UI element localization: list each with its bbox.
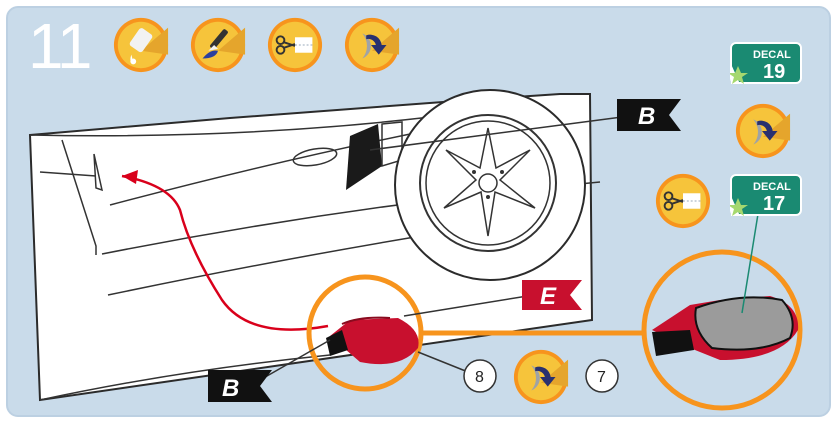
rotate-icon bbox=[513, 349, 569, 405]
decal-17-number: 17 bbox=[763, 193, 785, 215]
label-b-top: B bbox=[638, 103, 655, 130]
step-number: 11 bbox=[28, 10, 92, 82]
decal-19-number: 19 bbox=[763, 61, 785, 83]
decal-19-title: DECAL bbox=[753, 49, 791, 61]
scissors-icon bbox=[267, 17, 323, 73]
rotate-icon bbox=[344, 17, 400, 73]
sequence-right-number: 7 bbox=[597, 369, 606, 386]
scissors-icon bbox=[655, 173, 711, 229]
sequence-right-bubble: 7 bbox=[585, 359, 619, 393]
rotate-icon bbox=[735, 103, 791, 159]
paint-brush-icon bbox=[190, 17, 246, 73]
label-b-top-flag: B bbox=[617, 99, 681, 131]
label-e-flag: E bbox=[522, 280, 582, 310]
label-e: E bbox=[540, 283, 557, 310]
sequence-left-number: 8 bbox=[475, 369, 484, 386]
decal-19-badge: DECAL 19 bbox=[730, 42, 802, 84]
label-b-bottom-flag: B bbox=[208, 370, 272, 402]
sequence-left-bubble: 8 bbox=[463, 359, 497, 393]
label-b-bottom: B bbox=[222, 375, 239, 402]
decal-17-badge: DECAL 17 bbox=[730, 174, 802, 216]
decal-17-title: DECAL bbox=[753, 181, 791, 193]
glue-bottle-icon bbox=[113, 17, 169, 73]
